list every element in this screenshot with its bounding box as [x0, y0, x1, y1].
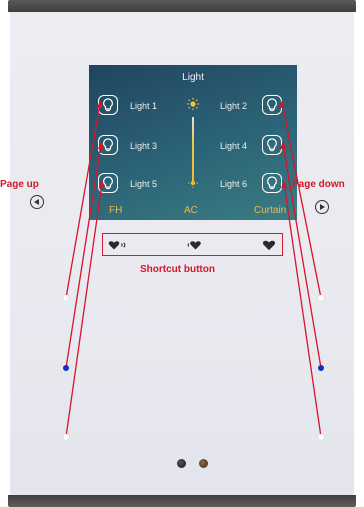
- tab-curtain[interactable]: Curtain: [254, 205, 287, 216]
- shortcut-button-row: [102, 233, 283, 256]
- page-up-button[interactable]: [30, 195, 44, 209]
- light-3-label: Light 3: [130, 141, 158, 151]
- screen-title: Light: [182, 72, 204, 83]
- chevron-right-icon: [320, 204, 325, 210]
- indicator-dot: [318, 295, 324, 301]
- sun-icon: [186, 97, 200, 111]
- light-6-label: Light 6: [220, 179, 248, 189]
- sun-icon: [188, 178, 198, 188]
- heart-icon[interactable]: [108, 239, 126, 251]
- bulb-icon: [267, 176, 277, 190]
- light-1-label: Light 1: [130, 101, 158, 111]
- page-down-label: Page down: [292, 179, 345, 190]
- page-up-label: Page up: [0, 179, 39, 190]
- bulb-icon: [103, 176, 113, 190]
- light-2-label: Light 2: [220, 101, 248, 111]
- indicator-dot: [63, 295, 69, 301]
- light-3-button[interactable]: [98, 135, 118, 155]
- device-frame-top: [8, 0, 356, 12]
- bulb-icon: [103, 98, 113, 112]
- indicator-dot: [63, 365, 69, 371]
- device-frame-bottom: [8, 495, 356, 507]
- indicator-dot: [63, 434, 69, 440]
- bulb-icon: [267, 138, 277, 152]
- heart-icon[interactable]: [260, 239, 278, 251]
- touch-screen: Light Light 1 Light 3 Light 5 Light 2 Li…: [89, 65, 297, 220]
- page-down-button[interactable]: [315, 200, 329, 214]
- indicator-dot: [318, 365, 324, 371]
- light-6-button[interactable]: [262, 173, 282, 193]
- light-5-button[interactable]: [98, 173, 118, 193]
- bulb-icon: [103, 138, 113, 152]
- light-5-label: Light 5: [130, 179, 158, 189]
- sensor-lens: [177, 459, 186, 468]
- chevron-left-icon: [34, 199, 39, 205]
- tab-fh[interactable]: FH: [109, 205, 123, 216]
- indicator-dot: [318, 434, 324, 440]
- tab-ac[interactable]: AC: [184, 205, 198, 216]
- sensor-lens: [199, 459, 208, 468]
- heart-icon[interactable]: [185, 239, 203, 251]
- bulb-icon: [267, 98, 277, 112]
- brightness-slider[interactable]: [192, 117, 194, 185]
- light-4-label: Light 4: [220, 141, 248, 151]
- shortcut-button-label: Shortcut button: [140, 264, 215, 275]
